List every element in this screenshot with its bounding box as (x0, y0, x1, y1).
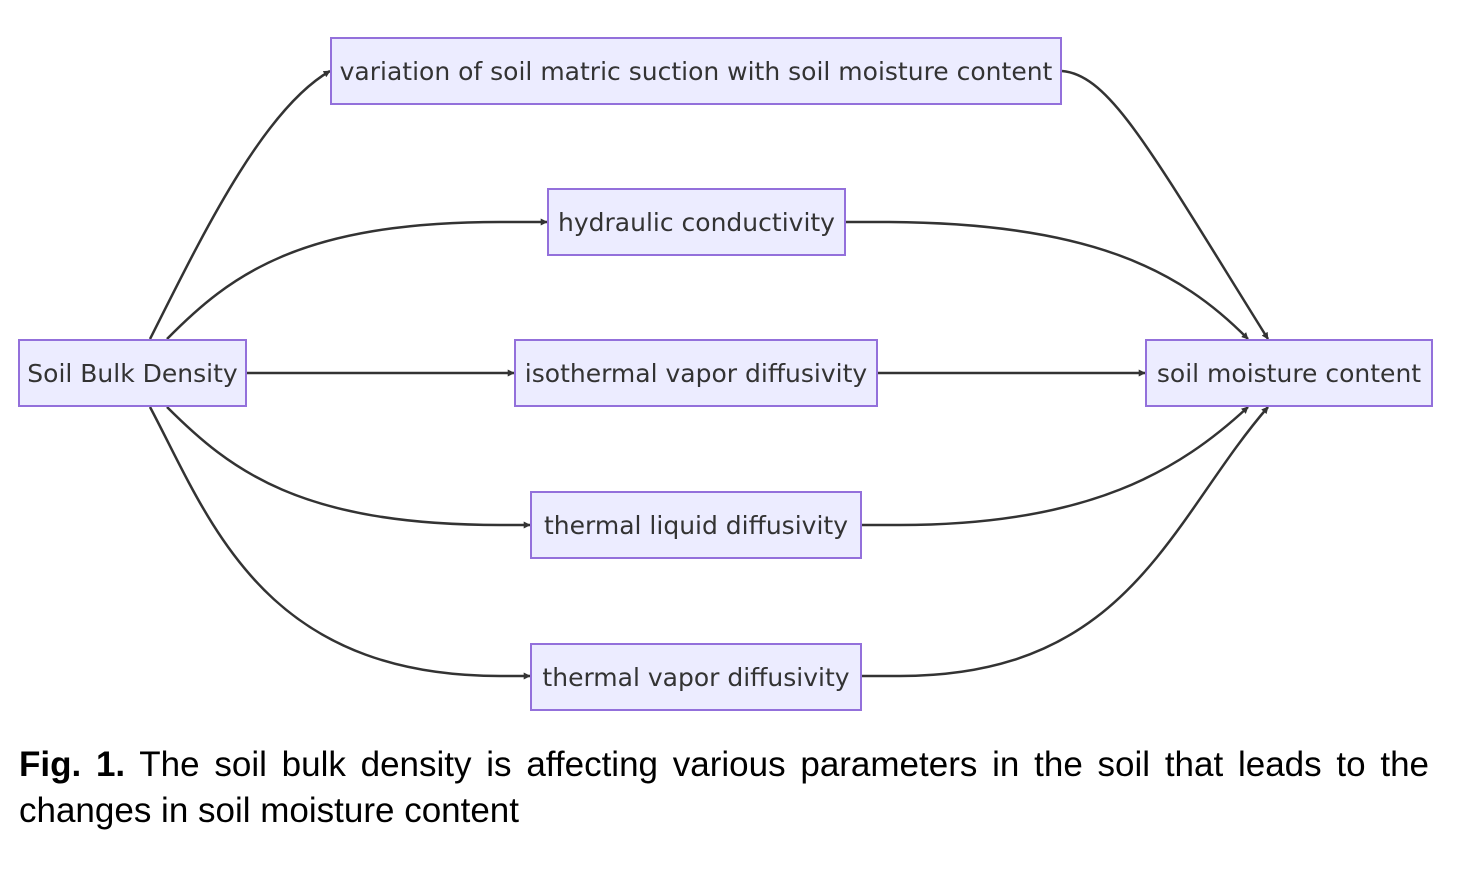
edge-layer (148, 69, 1270, 680)
node-thermal-liquid-diffusivity: thermal liquid diffusivity (530, 491, 862, 559)
node-soil-bulk-density: Soil Bulk Density (18, 339, 247, 407)
node-thermal-vapor-diffusivity: thermal vapor diffusivity (530, 643, 862, 711)
edge-source-thermliquid (166, 406, 531, 529)
node-isothermal-vapor-diffusivity: isothermal vapor diffusivity (514, 339, 878, 407)
node-label: soil moisture content (1156, 358, 1422, 388)
node-matric-suction-variation: variation of soil matric suction with so… (330, 37, 1062, 105)
node-label: Soil Bulk Density (27, 358, 238, 388)
edge-source-matric (148, 69, 331, 340)
edge-matric-target (1061, 69, 1270, 340)
caption-text: The soil bulk density is affecting vario… (19, 745, 1430, 830)
node-hydraulic-conductivity: hydraulic conductivity (547, 188, 846, 256)
node-label: thermal vapor diffusivity (542, 662, 850, 692)
edge-thermvapor-target (862, 406, 1269, 678)
figure-caption: Fig. 1. The soil bulk density is affecti… (19, 742, 1429, 834)
edge-source-thermvapor (148, 406, 531, 680)
node-label: thermal liquid diffusivity (544, 510, 848, 540)
node-label: isothermal vapor diffusivity (524, 358, 868, 388)
flow-diagram: Soil Bulk Density variation of soil matr… (18, 37, 1433, 711)
edge-thermliquid-target (862, 406, 1249, 527)
node-label: variation of soil matric suction with so… (339, 56, 1053, 86)
node-soil-moisture-content: soil moisture content (1145, 339, 1433, 407)
edge-source-hydraulic (166, 218, 548, 340)
edge-hydraulic-target (846, 220, 1249, 340)
figure-label: Fig. 1. (19, 745, 126, 784)
node-label: hydraulic conductivity (558, 207, 835, 237)
